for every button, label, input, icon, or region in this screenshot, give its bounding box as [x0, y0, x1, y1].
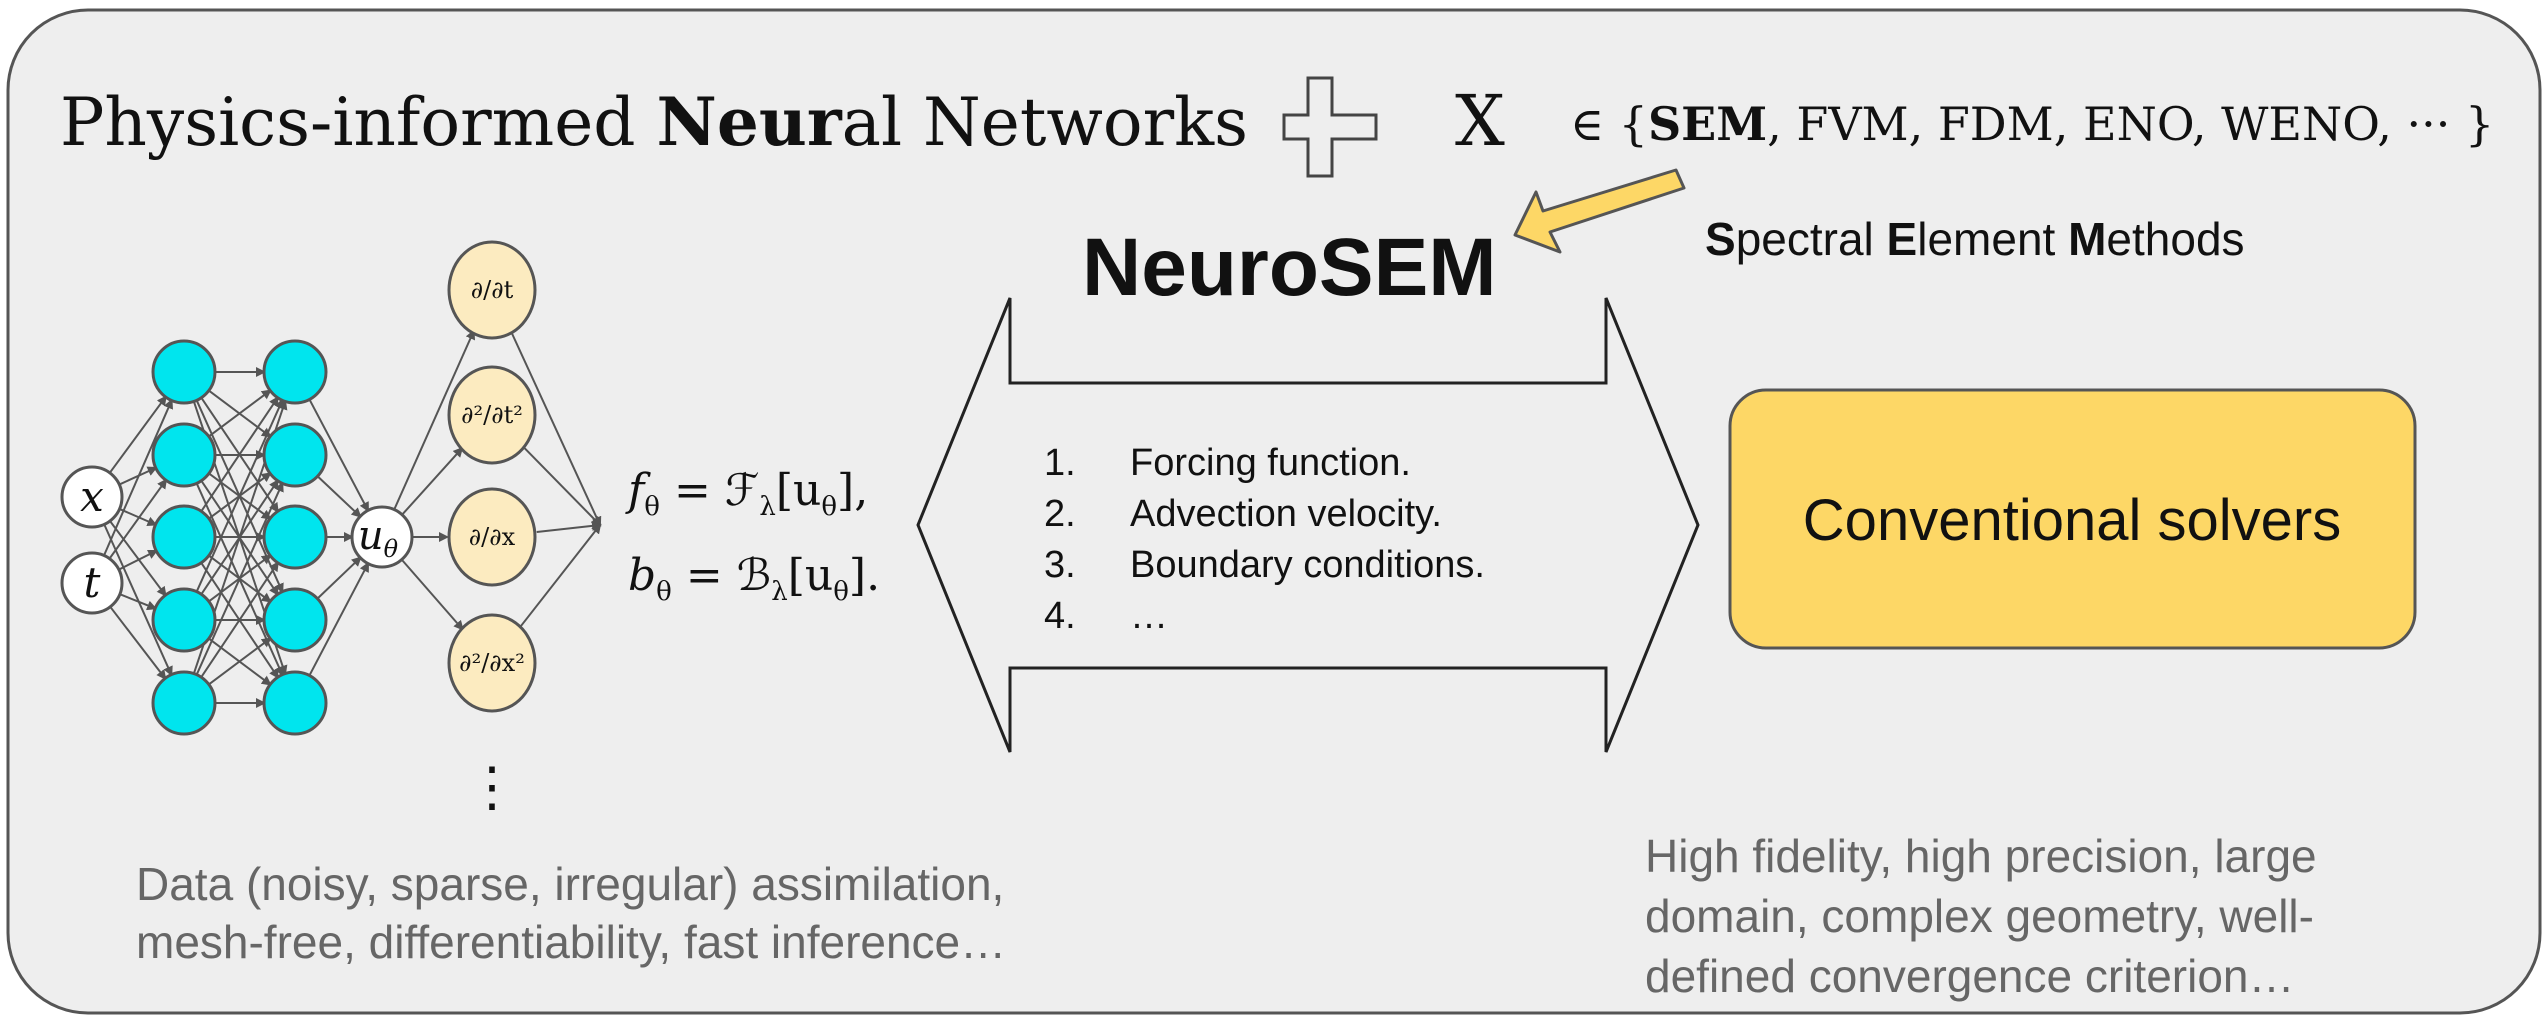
network-edge [316, 556, 362, 600]
neuron [151, 587, 217, 653]
network-edge [119, 593, 158, 611]
benefit-line: Data (noisy, sparse, irregular) assimila… [136, 858, 1004, 910]
neuron [262, 587, 328, 653]
network-edge [208, 389, 272, 438]
network-edge [103, 398, 173, 556]
network-edge [308, 561, 370, 677]
neuron [262, 670, 328, 736]
neuron [262, 339, 328, 405]
list-item-text: Forcing function. [1130, 442, 1411, 484]
derivative-node [447, 487, 537, 587]
equation-b: bθ = ℬλ[uθ]. [628, 550, 880, 607]
input-label-x: x [80, 472, 104, 521]
output-node-u [350, 505, 414, 569]
benefit-line: mesh-free, differentiability, fast infer… [136, 916, 1006, 968]
benefit-line: domain, complex geometry, well- [1645, 890, 2314, 942]
network-edge [195, 481, 284, 676]
derivative-nodes: ∂/∂t ∂²/∂t² ∂/∂x ∂²/∂x² [447, 240, 537, 713]
solver-benefits: High fidelity, high precision, large dom… [1645, 830, 2317, 1002]
network-edge [522, 446, 602, 527]
plus-icon [1282, 76, 1378, 178]
network-edge [109, 606, 167, 680]
input-node-t [60, 551, 124, 615]
list-item-number: 3. [1044, 544, 1076, 586]
neuron [262, 504, 328, 570]
list-item-text: … [1130, 595, 1168, 637]
network-edge [316, 475, 362, 518]
neuron [151, 504, 217, 570]
input-label-t: t [84, 558, 101, 607]
derivative-label: ∂²/∂t² [461, 401, 523, 429]
conventional-solvers-box [1728, 388, 2417, 650]
network-edge [536, 520, 602, 534]
network-edge [518, 523, 602, 629]
hidden-layer-1 [151, 339, 217, 736]
list-item-text: Advection velocity. [1130, 493, 1442, 535]
derivative-node [447, 240, 537, 340]
derivative-node [447, 365, 537, 465]
network-edge [208, 637, 272, 686]
neuron [151, 339, 217, 405]
list-item-text: Boundary conditions. [1130, 544, 1485, 586]
neuron [151, 670, 217, 736]
network-edge [393, 329, 476, 511]
network-edge [109, 520, 167, 597]
neuron [262, 422, 328, 488]
method-set: ∈ {SEM, FVM, FDM, ENO, WENO, ··· } [1570, 97, 2494, 151]
neuron [151, 422, 217, 488]
network-edge [400, 558, 464, 631]
equation-f: fθ = ℱλ[uθ], [625, 465, 868, 522]
network-edge [401, 446, 464, 516]
list-item-number: 2. [1044, 493, 1076, 535]
benefit-line: High fidelity, high precision, large [1645, 830, 2317, 882]
benefit-line: defined convergence criterion… [1645, 950, 2294, 1002]
network-edge [119, 508, 158, 527]
sem-pointer-arrow [1513, 168, 1686, 254]
network-edge [195, 398, 284, 593]
network-edge [118, 549, 159, 571]
conventional-solvers-label: Conventional solvers [1803, 488, 2341, 553]
derivative-label: ∂/∂x [469, 523, 516, 551]
vertical-ellipsis: ⋮ [465, 755, 519, 818]
network-edge [308, 398, 369, 513]
title-x-symbol: X [1455, 80, 1505, 162]
network-edge [200, 396, 279, 512]
sem-expansion: Spectral Element Methods [1705, 213, 2245, 265]
network-edge [200, 561, 279, 678]
exchange-arrow [916, 297, 1700, 753]
neurosem-label: NeuroSEM [1082, 222, 1497, 313]
derivative-node [447, 613, 537, 713]
pinn-benefits: Data (noisy, sparse, irregular) assimila… [136, 858, 1006, 968]
derivative-edges [393, 329, 602, 631]
exchange-list: 1. Forcing function. 2. Advection veloci… [1044, 442, 1485, 637]
network-edge [509, 330, 602, 527]
derivative-label: ∂/∂t [471, 276, 514, 304]
list-item-number: 4. [1044, 595, 1076, 637]
list-item-number: 1. [1044, 442, 1076, 484]
output-label-u: uθ [358, 513, 399, 563]
hidden-layer-2 [262, 339, 328, 736]
input-node-x [60, 465, 124, 529]
network-edge [108, 478, 168, 560]
network-edge [108, 395, 167, 474]
derivative-label: ∂²/∂x² [459, 649, 525, 677]
title-pinn: Physics-informed Neural Networks [60, 83, 1248, 161]
